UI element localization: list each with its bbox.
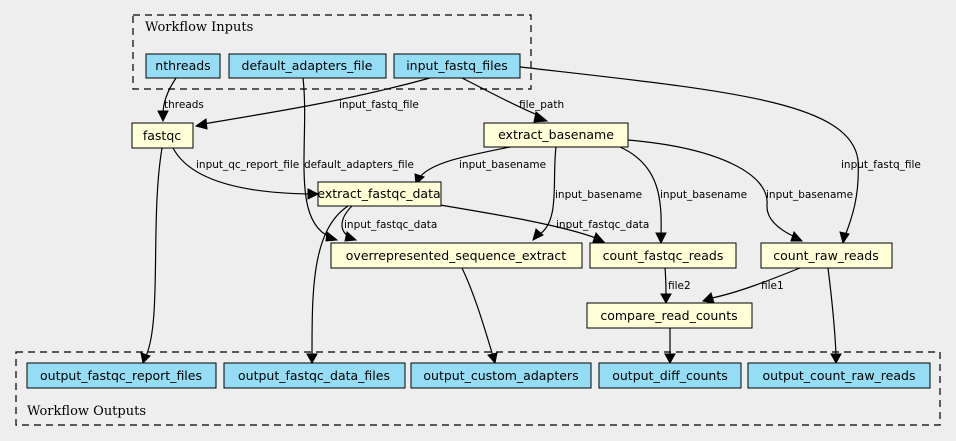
cluster-workflow-outputs: Workflow Outputs (15, 351, 941, 426)
edge-input-fastq-files-fastqc: input_fastq_file (194, 77, 431, 130)
edge-label-input-basename-1: input_basename (459, 159, 546, 171)
edge-label-input-fastqc-data-2: input_fastqc_data (556, 219, 649, 231)
node-label-overrepresented-sequence-extract: overrepresented_sequence_extract (346, 248, 567, 263)
edge-label-input-fastq-file-1: input_fastq_file (339, 99, 419, 111)
edge-extract-basename-extract-fastqc-data: input_basename (414, 146, 546, 186)
node-label-compare-read-counts: compare_read_counts (600, 308, 737, 323)
node-output-fastqc-report-files[interactable]: output_fastqc_report_files (26, 362, 217, 389)
node-compare-read-counts[interactable]: compare_read_counts (586, 302, 753, 329)
edge-label-file1: file1 (761, 280, 784, 292)
node-label-output-custom-adapters: output_custom_adapters (423, 368, 578, 383)
edge-extract-fastqc-data-count-fastqc-reads: input_fastqc_data (439, 204, 649, 243)
edge-label-threads: threads (164, 99, 204, 111)
edge-label-file2: file2 (668, 280, 691, 292)
node-count-fastqc-reads[interactable]: count_fastqc_reads (589, 242, 737, 269)
node-nthreads[interactable]: nthreads (145, 53, 221, 79)
edge-extract-basename-count-raw-reads: input_basename (627, 139, 853, 242)
edge-label-default-adapters-file: default_adapters_file (304, 159, 414, 171)
node-label-output-fastqc-data-files: output_fastqc_data_files (238, 368, 390, 383)
edge-extract-fastqc-data-overrepresented-sequence-extract: input_fastqc_data (341, 205, 437, 242)
node-count-raw-reads[interactable]: count_raw_reads (760, 242, 893, 269)
edge-nthreads-fastqc: threads (157, 77, 204, 123)
node-input-fastq-files[interactable]: input_fastq_files (393, 53, 521, 79)
node-overrepresented-sequence-extract[interactable]: overrepresented_sequence_extract (330, 242, 583, 269)
node-extract-basename[interactable]: extract_basename (483, 122, 629, 148)
node-label-input-fastq-files: input_fastq_files (406, 58, 508, 73)
cluster-workflow-inputs: Workflow Inputs (132, 14, 532, 90)
node-fastqc[interactable]: fastqc (131, 122, 194, 149)
node-extract-fastqc-data[interactable]: extract_fastqc_data (317, 181, 442, 207)
edge-label-input-basename-4: input_basename (766, 189, 853, 201)
node-label-output-count-raw-reads: output_count_raw_reads (763, 368, 916, 383)
edge-extract-basename-count-fastqc-reads: input_basename (619, 146, 747, 245)
edge-overrepresented-sequence-extract-output-custom-adapters (461, 267, 498, 365)
node-label-fastqc: fastqc (143, 128, 181, 143)
edge-label-input-basename-3: input_basename (660, 189, 747, 201)
edge-default-adapters-file-overrepresented-sequence-extract: default_adapters_file (302, 77, 414, 242)
node-label-output-fastqc-report-files: output_fastqc_report_files (40, 368, 202, 383)
edge-fastqc-output-fastqc-report-files (140, 147, 163, 365)
node-output-count-raw-reads[interactable]: output_count_raw_reads (747, 362, 931, 389)
edge-count-raw-reads-output-count-raw-reads (827, 267, 842, 365)
node-output-fastqc-data-files[interactable]: output_fastqc_data_files (223, 362, 406, 389)
edge-extract-fastqc-data-output-fastqc-data-files (306, 205, 349, 365)
edge-label-input-basename-2: input_basename (555, 189, 642, 201)
edge-label-file-path: file_path (519, 99, 564, 111)
edge-input-fastq-files-count-raw-reads: input_fastq_file (511, 65, 921, 245)
cluster-inputs-label: Workflow Inputs (145, 20, 253, 35)
node-label-extract-basename: extract_basename (498, 127, 614, 142)
node-label-nthreads: nthreads (155, 58, 210, 73)
node-default-adapters-file[interactable]: default_adapters_file (228, 53, 387, 79)
cluster-outputs-border (15, 351, 941, 426)
node-label-output-diff-counts: output_diff_counts (612, 368, 728, 383)
cluster-inputs-border (132, 14, 532, 90)
node-output-diff-counts[interactable]: output_diff_counts (598, 362, 742, 389)
edge-extract-basename-overrepresented-sequence-extract: input_basename (532, 146, 642, 241)
edge-label-input-fastqc-data-1: input_fastqc_data (344, 219, 437, 231)
edge-fastqc-extract-fastqc-data: input_qc_report_file (172, 147, 320, 200)
edge-compare-read-counts-output-diff-counts (664, 328, 676, 365)
edge-count-fastqc-reads-compare-read-counts: file2 (660, 267, 691, 305)
node-label-default-adapters-file: default_adapters_file (242, 58, 373, 73)
edge-label-input-qc-report-file: input_qc_report_file (196, 159, 299, 171)
node-output-custom-adapters[interactable]: output_custom_adapters (410, 362, 592, 389)
node-label-count-fastqc-reads: count_fastqc_reads (603, 248, 724, 263)
edge-input-fastq-files-extract-basename: file_path (461, 77, 564, 123)
node-label-extract-fastqc-data: extract_fastqc_data (317, 186, 440, 201)
edge-count-raw-reads-compare-read-counts: file1 (701, 267, 801, 304)
cluster-outputs-label: Workflow Outputs (27, 404, 146, 419)
node-label-count-raw-reads: count_raw_reads (773, 248, 878, 263)
edge-label-input-fastq-file-2: input_fastq_file (841, 159, 921, 171)
